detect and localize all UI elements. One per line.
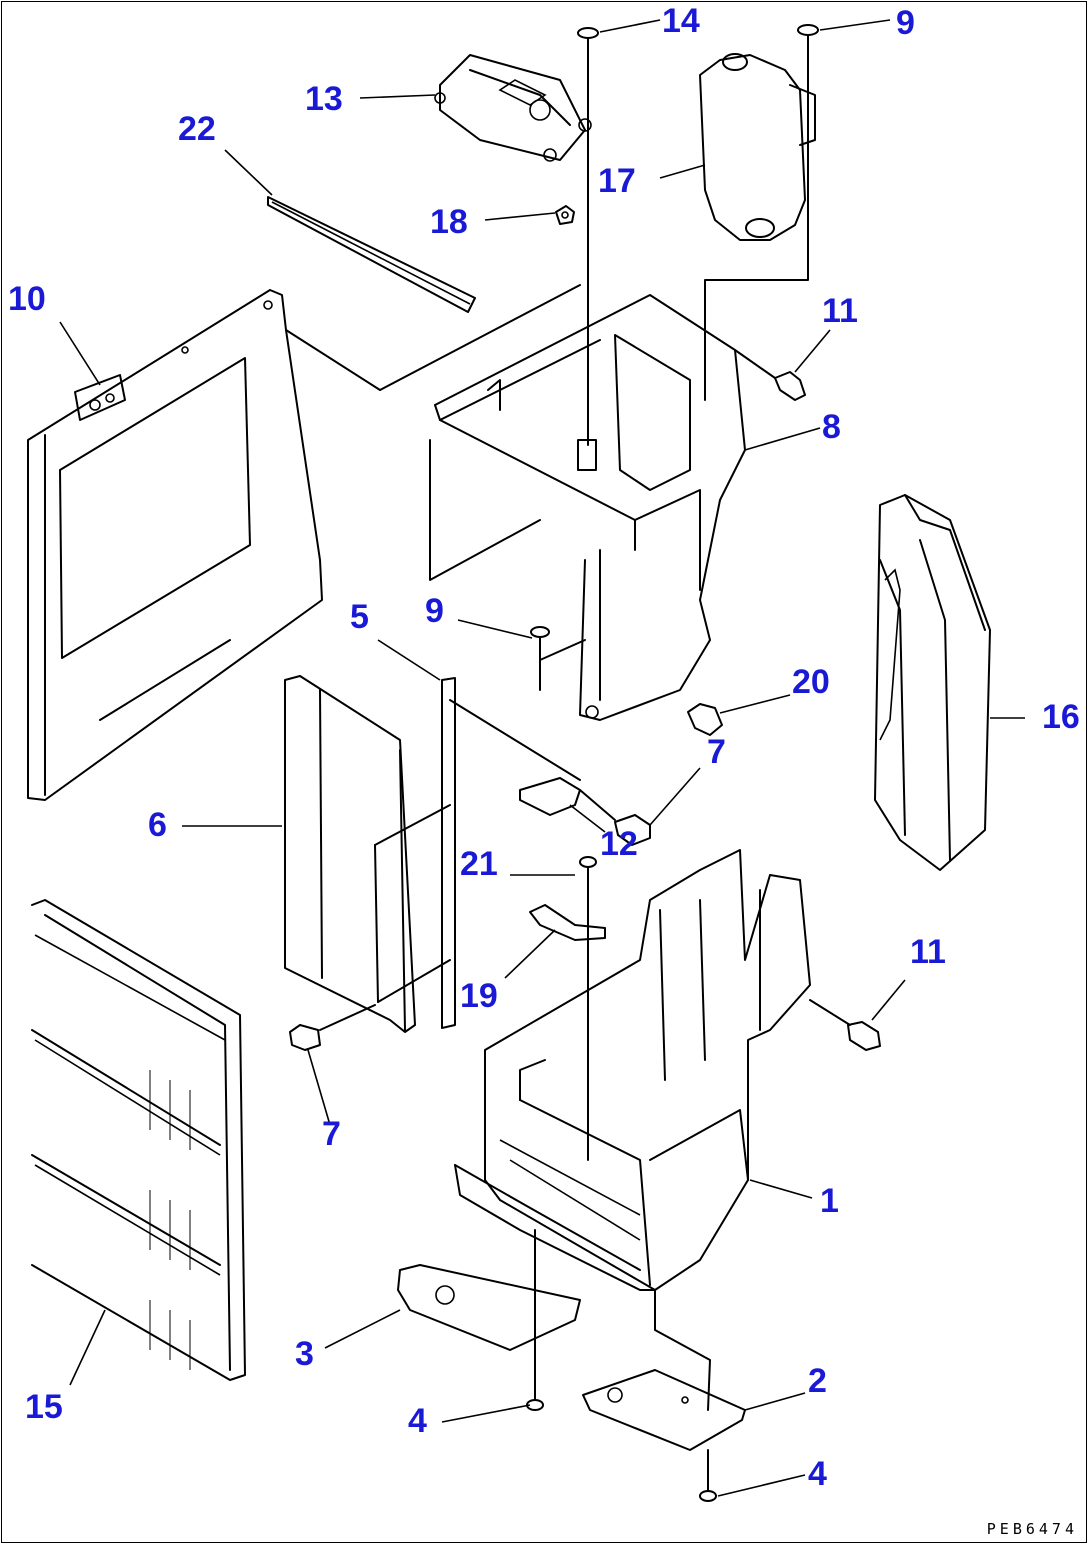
callout-11b: 11 [910, 933, 946, 971]
part-12-clamp [449, 699, 616, 821]
callout-5: 5 [350, 598, 369, 636]
callout-11a: 11 [822, 292, 858, 330]
callout-21: 21 [460, 845, 498, 883]
part-22-seal-strip [267, 196, 476, 313]
part-3-bracket [397, 1229, 581, 1351]
callout-9a: 9 [896, 4, 915, 42]
callout-17: 17 [598, 162, 636, 200]
part-17-tank [699, 53, 816, 241]
part-8-bracket-frame [285, 284, 746, 721]
callout-7b: 7 [322, 1115, 341, 1153]
part-9-bolt-upper [704, 24, 819, 401]
drawing-code: PEB6474 [986, 1520, 1078, 1538]
part-2-bracket [582, 1289, 746, 1451]
callout-7a: 7 [707, 733, 726, 771]
callout-4a: 4 [408, 1402, 427, 1440]
callout-3: 3 [295, 1335, 314, 1373]
callout-15: 15 [25, 1388, 63, 1426]
callout-12: 12 [600, 825, 638, 863]
part-7-bolt-middle [614, 814, 651, 846]
callout-10: 10 [8, 280, 46, 318]
callout-1: 1 [820, 1182, 839, 1220]
part-14-bolt [577, 27, 599, 446]
leader-lines [59, 19, 906, 1497]
part-11-bolt-lower [847, 1021, 881, 1051]
part-16-filter-box [874, 494, 1025, 871]
part-19-clamp [529, 904, 606, 941]
part-5-strip [441, 677, 456, 1029]
part-11-bolt-upper [734, 349, 806, 401]
callout-4b: 4 [808, 1455, 827, 1493]
callout-13: 13 [305, 80, 343, 118]
callout-8: 8 [822, 408, 841, 446]
part-21-bolt [579, 856, 597, 1131]
part-15-screen [31, 899, 246, 1381]
part-1-main-frame [454, 849, 851, 1291]
part-4-bolt-left [526, 1349, 544, 1411]
part-10-side-panel [27, 289, 323, 801]
callout-2: 2 [808, 1362, 827, 1400]
part-18-nut [555, 205, 575, 225]
callout-9b: 9 [425, 592, 444, 630]
part-7-bolt-lower [289, 1004, 376, 1051]
callout-19: 19 [460, 977, 498, 1015]
callout-6: 6 [148, 806, 167, 844]
part-4-bolt-right [699, 1449, 717, 1502]
callout-16: 16 [1042, 698, 1080, 736]
callout-18: 18 [430, 203, 468, 241]
callout-14: 14 [662, 2, 700, 40]
callout-22: 22 [178, 110, 216, 148]
part-20-clip [687, 703, 723, 736]
part-13-bracket [434, 54, 592, 162]
callout-20: 20 [792, 663, 830, 701]
part-9-bolt-lower [530, 626, 550, 661]
part-6-panel [284, 675, 451, 1033]
